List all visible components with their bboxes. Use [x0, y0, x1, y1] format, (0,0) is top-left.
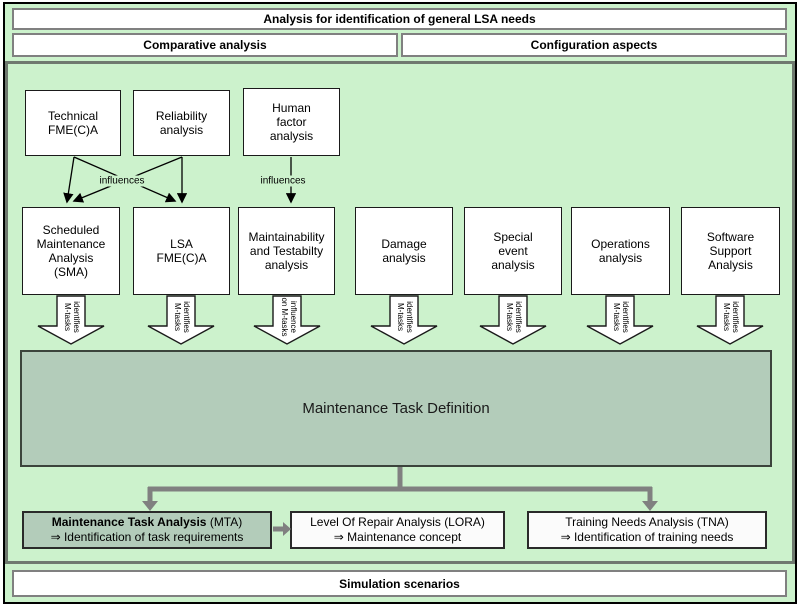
box-lsa-fmeca: LSA FME(C)A	[133, 207, 230, 295]
simulation-scenarios-label: Simulation scenarios	[339, 576, 460, 591]
main-panel	[5, 61, 795, 564]
mta-subtitle: ⇒ Identification of task requirements	[50, 530, 244, 544]
arrow-label-maintainability: influence on M-tasks	[280, 297, 298, 337]
arrow-label-sma: identifies M-tasks	[63, 301, 81, 333]
mta-title-bold: Maintenance Task Analysis	[51, 515, 207, 529]
influences-label-left: influences	[97, 175, 147, 187]
comparative-analysis-label: Comparative analysis	[143, 38, 267, 52]
lora-subtitle: ⇒ Maintenance concept	[333, 530, 462, 544]
footer-simulation-scenarios: Simulation scenarios	[12, 570, 787, 597]
arrow-label-operations: identifies M-tasks	[612, 301, 630, 333]
box-maintenance-task-analysis: Maintenance Task Analysis (MTA) ⇒ Identi…	[22, 511, 272, 549]
box-operations-analysis: Operations analysis	[571, 207, 670, 295]
box-technical-fmeca: Technical FME(C)A	[25, 90, 121, 156]
box-scheduled-maintenance-analysis: Scheduled Maintenance Analysis (SMA)	[22, 207, 120, 295]
box-damage-analysis: Damage analysis	[355, 207, 453, 295]
header-configuration-aspects: Configuration aspects	[401, 33, 787, 57]
arrow-label-damage: identifies M-tasks	[396, 301, 414, 333]
header-comparative-analysis: Comparative analysis	[12, 33, 398, 57]
box-maintenance-task-definition: Maintenance Task Definition	[20, 350, 772, 467]
arrow-label-lsa: identifies M-tasks	[173, 301, 191, 333]
mtd-label: Maintenance Task Definition	[302, 400, 490, 417]
box-software-support-analysis: Software Support Analysis	[681, 207, 780, 295]
mta-title-suffix: (MTA)	[206, 515, 243, 529]
tna-title: Training Needs Analysis (TNA)	[565, 515, 729, 529]
box-maintainability-testability-analysis: Maintainability and Testabilty analysis	[238, 207, 335, 295]
influences-label-right: influences	[258, 175, 308, 187]
box-human-factor-analysis: Human factor analysis	[243, 88, 340, 156]
arrow-label-software: identifies M-tasks	[722, 301, 740, 333]
header-title: Analysis for identification of general L…	[12, 8, 787, 30]
configuration-aspects-label: Configuration aspects	[530, 38, 658, 52]
box-special-event-analysis: Special event analysis	[464, 207, 562, 295]
mta-title: Maintenance Task Analysis (MTA)	[52, 515, 243, 530]
box-level-of-repair-analysis: Level Of Repair Analysis (LORA) ⇒ Mainte…	[290, 511, 505, 549]
lora-title: Level Of Repair Analysis (LORA)	[310, 515, 485, 529]
tna-subtitle: ⇒ Identification of training needs	[560, 530, 734, 544]
header-title-label: Analysis for identification of general L…	[263, 12, 536, 26]
box-training-needs-analysis: Training Needs Analysis (TNA) ⇒ Identifi…	[527, 511, 767, 549]
box-reliability-analysis: Reliability analysis	[133, 90, 230, 156]
arrow-label-special: identifies M-tasks	[505, 301, 523, 333]
